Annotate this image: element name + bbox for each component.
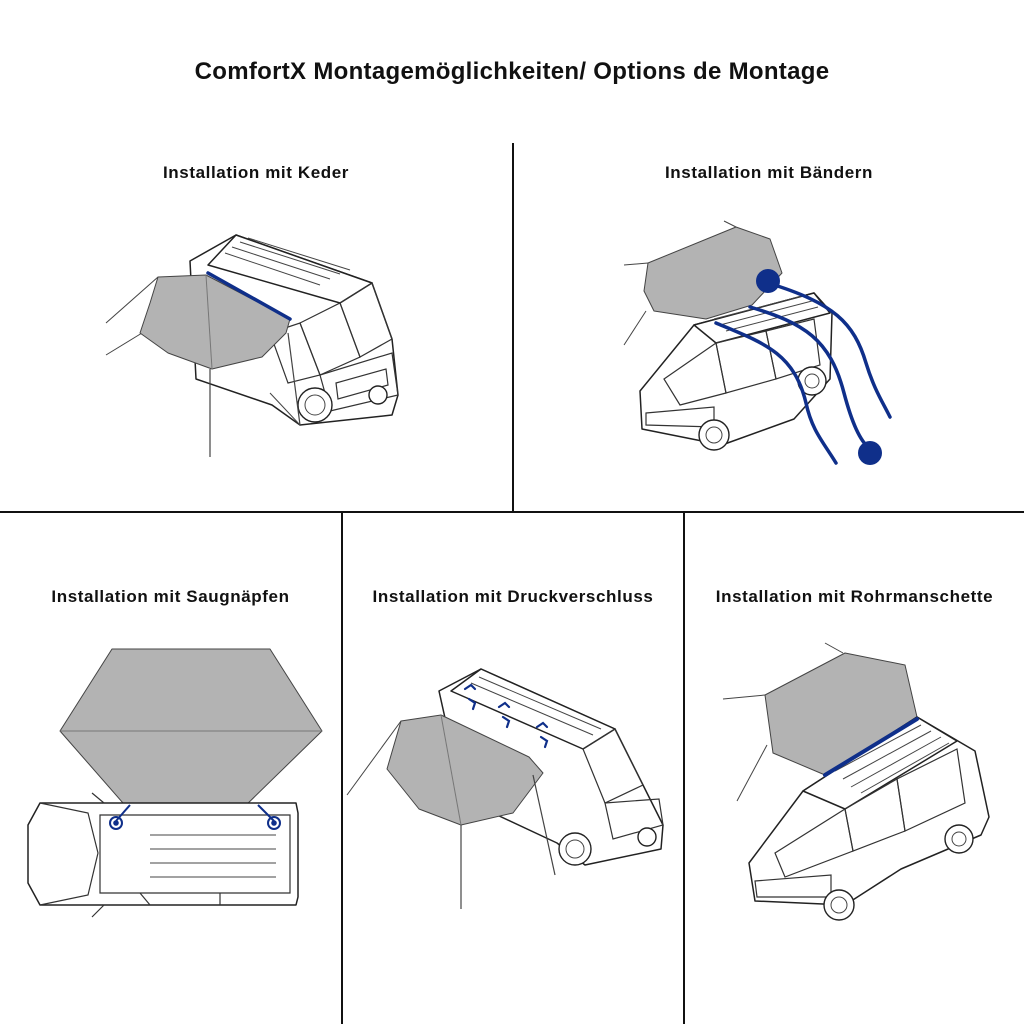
panel-title-rohrmanschette: Installation mit Rohrmanschette (715, 587, 994, 606)
fastener-2 (497, 701, 511, 729)
suction-cup-left (109, 816, 123, 830)
panel-druckverschluss: Installation mit Druckverschluss (343, 513, 683, 1024)
van-keder (189, 234, 399, 426)
van-rohrmanschette (748, 716, 990, 921)
strap-3 (766, 281, 892, 419)
fastener-1 (463, 683, 477, 711)
tarp-saugnaepfen (59, 648, 323, 812)
divider-bottom-right (683, 512, 685, 1024)
tarp-druckverschluss (346, 714, 556, 909)
panel-rohrmanschette: Installation mit Rohrmanschette (685, 513, 1024, 1024)
pipe-sleeve (823, 717, 919, 777)
panel-title-baendern: Installation mit Bändern (664, 163, 874, 182)
panel-title-saugnaepfen: Installation mit Saugnäpfen (51, 587, 290, 606)
strap-1 (714, 321, 838, 465)
panel-saugnaepfen: Installation mit Saugnäpfen (0, 513, 341, 1024)
van-druckverschluss (438, 668, 664, 866)
van-baendern (639, 292, 833, 451)
tarp-baendern (623, 220, 783, 346)
panel-title-keder: Installation mit Keder (162, 163, 350, 182)
suction-cups (109, 804, 281, 830)
illustration-baendern (623, 220, 892, 465)
fastener-3 (535, 721, 549, 749)
illustration-druckverschluss (346, 668, 664, 909)
straps-baendern (714, 281, 892, 465)
divider-top-vertical (512, 143, 514, 512)
panel-baendern: Installation mit Bändern (514, 143, 1024, 511)
strap-anchor-top (756, 269, 780, 293)
press-fasteners (463, 683, 549, 749)
strap-anchor-bottom (858, 441, 882, 465)
page-title: ComfortX Montagemöglichkeiten/ Options d… (194, 58, 830, 85)
suction-cup-right (267, 816, 281, 830)
keder-rail (206, 271, 292, 321)
illustration-keder (105, 234, 399, 457)
strap-2 (748, 305, 872, 451)
panel-keder: Installation mit Keder (0, 143, 512, 511)
illustration-saugnaepfen (27, 648, 323, 918)
illustration-rohrmanschette (722, 642, 990, 921)
van-saugnaepfen (27, 792, 299, 918)
divider-bottom-left (341, 512, 343, 1024)
divider-horizontal (0, 511, 1024, 513)
panel-title-druckverschluss: Installation mit Druckverschluss (372, 587, 654, 606)
